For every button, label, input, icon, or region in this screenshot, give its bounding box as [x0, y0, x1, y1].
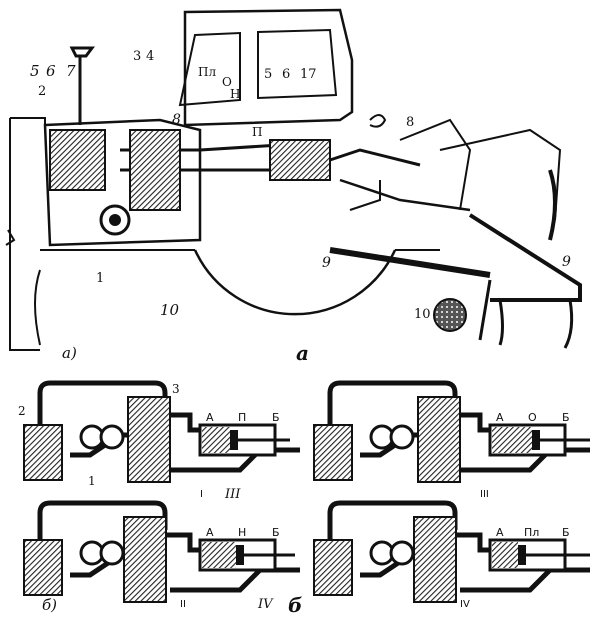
tank-2-top	[49, 129, 106, 191]
svg-text:4: 4	[146, 49, 154, 64]
svg-text:Пл: Пл	[198, 65, 216, 79]
panel-II: А Н Б II IV	[23, 500, 300, 612]
svg-text:9: 9	[322, 255, 331, 271]
svg-text:П: П	[252, 125, 262, 139]
svg-text:8: 8	[406, 115, 414, 130]
caption-letter-a: а	[296, 341, 309, 365]
caption-letter-b: б	[288, 593, 302, 617]
tractor-drawing	[9, 8, 582, 351]
svg-text:10: 10	[160, 301, 180, 319]
svg-text:1: 1	[88, 474, 96, 488]
svg-text:II: II	[180, 599, 186, 610]
svg-text:Пл: Пл	[524, 526, 539, 539]
svg-text:10: 10	[414, 307, 431, 322]
svg-text:П: П	[238, 411, 246, 424]
svg-text:Б: Б	[272, 411, 280, 424]
svg-text:А: А	[206, 526, 214, 539]
svg-text:Н: Н	[238, 526, 246, 539]
part-label-b: б)	[42, 596, 57, 614]
panel-I: 2 1 3 А П Б I III	[18, 380, 300, 502]
svg-text:6: 6	[282, 67, 290, 82]
svg-text:О: О	[528, 411, 537, 424]
svg-text:О: О	[222, 75, 232, 89]
support-wheel-10	[433, 298, 467, 332]
svg-text:5: 5	[30, 62, 40, 80]
top-callouts: 5 6 7 2 3 4 8 1 10 5 6 17 8 9 9 10	[30, 49, 571, 322]
svg-text:3: 3	[172, 382, 180, 396]
svg-text:III: III	[480, 489, 489, 500]
panel-IV: А Пл Б IV	[313, 500, 590, 610]
svg-text:III: III	[224, 487, 241, 502]
svg-text:3: 3	[133, 49, 141, 64]
cab-position-labels: Пл О Н П	[198, 65, 262, 139]
svg-text:Н: Н	[230, 87, 240, 101]
panel-III: А О Б III	[313, 380, 590, 500]
svg-text:7: 7	[66, 62, 76, 80]
svg-text:А: А	[496, 411, 504, 424]
svg-text:I: I	[200, 489, 203, 500]
svg-text:Б: Б	[562, 526, 570, 539]
svg-text:А: А	[496, 526, 504, 539]
svg-text:8: 8	[172, 112, 181, 128]
svg-text:17: 17	[300, 67, 317, 82]
svg-text:1: 1	[96, 271, 104, 286]
distributor-3-top	[129, 129, 181, 211]
tank-2	[23, 424, 63, 481]
distributor-3	[127, 396, 171, 483]
svg-text:9: 9	[562, 254, 571, 270]
svg-text:IV: IV	[257, 597, 274, 612]
svg-text:Б: Б	[562, 411, 570, 424]
svg-text:5: 5	[264, 67, 272, 82]
svg-text:IV: IV	[460, 599, 470, 610]
svg-text:6: 6	[46, 62, 56, 80]
svg-text:2: 2	[38, 84, 46, 99]
svg-text:2: 2	[18, 404, 26, 418]
svg-text:Б: Б	[272, 526, 280, 539]
svg-text:А: А	[206, 411, 214, 424]
part-label-a: а)	[62, 344, 77, 362]
